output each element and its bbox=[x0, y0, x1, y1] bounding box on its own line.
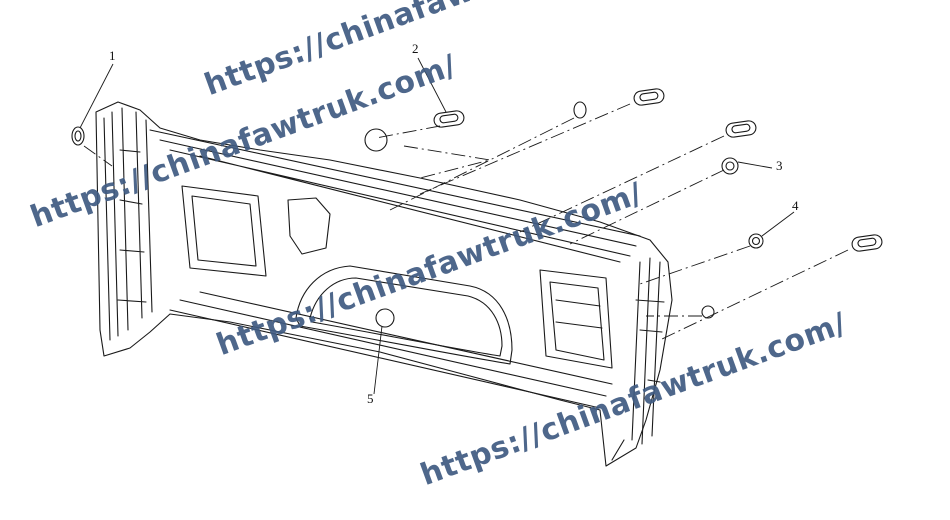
oval-grommet-b bbox=[633, 88, 665, 106]
centerline-1 bbox=[83, 145, 113, 167]
centerline-c bbox=[519, 135, 725, 233]
leader-5 bbox=[373, 325, 383, 395]
right-lower-opening bbox=[539, 269, 613, 369]
round-plug-a bbox=[573, 101, 587, 119]
callout-5: 5 bbox=[367, 391, 374, 406]
leader-3 bbox=[737, 161, 773, 169]
center-arch-inner bbox=[309, 277, 503, 357]
left-window-opening bbox=[181, 185, 267, 277]
round-plug-3-inner bbox=[725, 161, 735, 171]
round-plug-3 bbox=[721, 157, 739, 175]
callout-2: 2 bbox=[412, 41, 419, 56]
round-plug-4-inner bbox=[751, 236, 761, 246]
oval-grommet-d-inner bbox=[857, 237, 877, 248]
right-pillar bbox=[611, 257, 665, 461]
oval-grommet-2-inner bbox=[439, 113, 459, 124]
plug-part-1-inner bbox=[74, 130, 82, 142]
oval-grommet-d bbox=[851, 234, 883, 252]
plug-part-1 bbox=[71, 126, 85, 146]
callout-3: 3 bbox=[776, 158, 783, 173]
callout-4: 4 bbox=[792, 198, 799, 213]
top-rail bbox=[149, 129, 641, 263]
leader-2 bbox=[417, 57, 447, 113]
oval-grommet-b-inner bbox=[639, 91, 659, 102]
leader-1 bbox=[79, 63, 114, 129]
panel-hole-upper bbox=[364, 128, 388, 152]
center-arch-opening bbox=[295, 265, 513, 365]
centerline-d bbox=[659, 249, 849, 341]
oval-grommet-c bbox=[725, 120, 757, 138]
oval-grommet-c-inner bbox=[731, 123, 751, 134]
round-plug-4 bbox=[748, 233, 764, 249]
centerline-b bbox=[419, 103, 631, 195]
oval-grommet-2 bbox=[433, 110, 465, 128]
leader-4 bbox=[761, 211, 795, 237]
centerline-a bbox=[389, 117, 575, 211]
round-plug-e bbox=[701, 305, 715, 319]
bottom-sill bbox=[169, 291, 613, 409]
panel-hole-lower bbox=[375, 308, 395, 328]
left-pillar bbox=[103, 107, 153, 341]
left-mid-cover bbox=[287, 197, 331, 255]
callout-1: 1 bbox=[109, 48, 116, 63]
centerline-4 bbox=[639, 245, 751, 285]
centerline-2 bbox=[375, 125, 491, 179]
centerline-3 bbox=[569, 169, 725, 245]
